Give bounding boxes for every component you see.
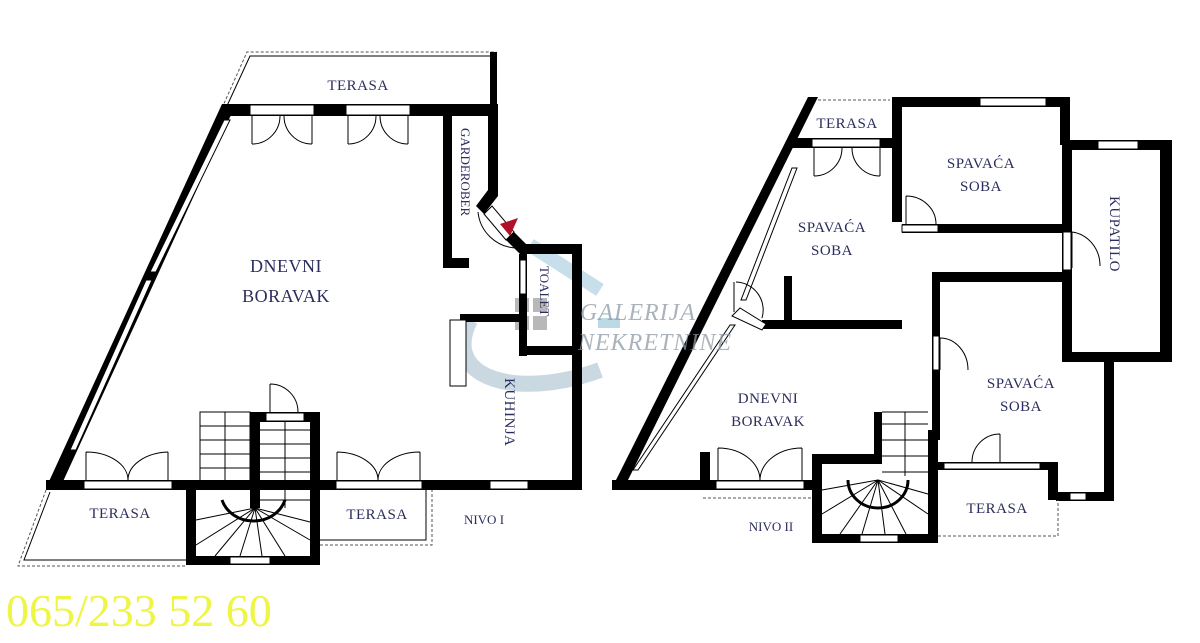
room-label-terasa: TERASA xyxy=(327,78,388,94)
room-label-dnevni: DNEVNI xyxy=(250,256,322,276)
level-label-nivo-1: NIVO I xyxy=(464,512,504,527)
room-label-boravak: BORAVAK xyxy=(242,286,330,306)
room-label-terasa-top-2: TERASA xyxy=(816,116,877,132)
room-label-toalet: TOALET xyxy=(537,266,552,316)
room-label-garderober: GARDEROBER xyxy=(458,128,473,216)
room-label-spavaca-2: SPAVAĆA xyxy=(947,155,1015,172)
room-label-boravak-2: BORAVAK xyxy=(731,414,805,430)
room-label-dnevni-2: DNEVNI xyxy=(738,391,799,407)
entrance-marker-icon xyxy=(500,218,518,236)
room-label-soba-1: SOBA xyxy=(811,243,853,259)
level-1-plan xyxy=(17,51,582,567)
room-label-terasa-left: TERASA xyxy=(89,506,150,522)
room-label-terasa-right: TERASA xyxy=(346,507,407,523)
room-label-kupatilo: KUPATILO xyxy=(1106,196,1122,272)
watermark-line2: NEKRETNINE xyxy=(577,330,732,356)
room-label-spavaca-3: SPAVAĆA xyxy=(987,375,1055,392)
contact-phone: 065/233 52 60 xyxy=(6,585,272,636)
room-label-kuhinja: KUHINJA xyxy=(501,378,517,447)
level-2-plan xyxy=(612,97,1172,543)
level-label-nivo-2: NIVO II xyxy=(749,519,793,534)
room-label-terasa-bottom-2: TERASA xyxy=(966,501,1027,517)
room-label-soba-2: SOBA xyxy=(960,179,1002,195)
room-label-soba-3: SOBA xyxy=(1000,399,1042,415)
room-label-spavaca-1: SPAVAĆA xyxy=(798,219,866,236)
watermark-line1: GALERIJA xyxy=(580,300,696,326)
